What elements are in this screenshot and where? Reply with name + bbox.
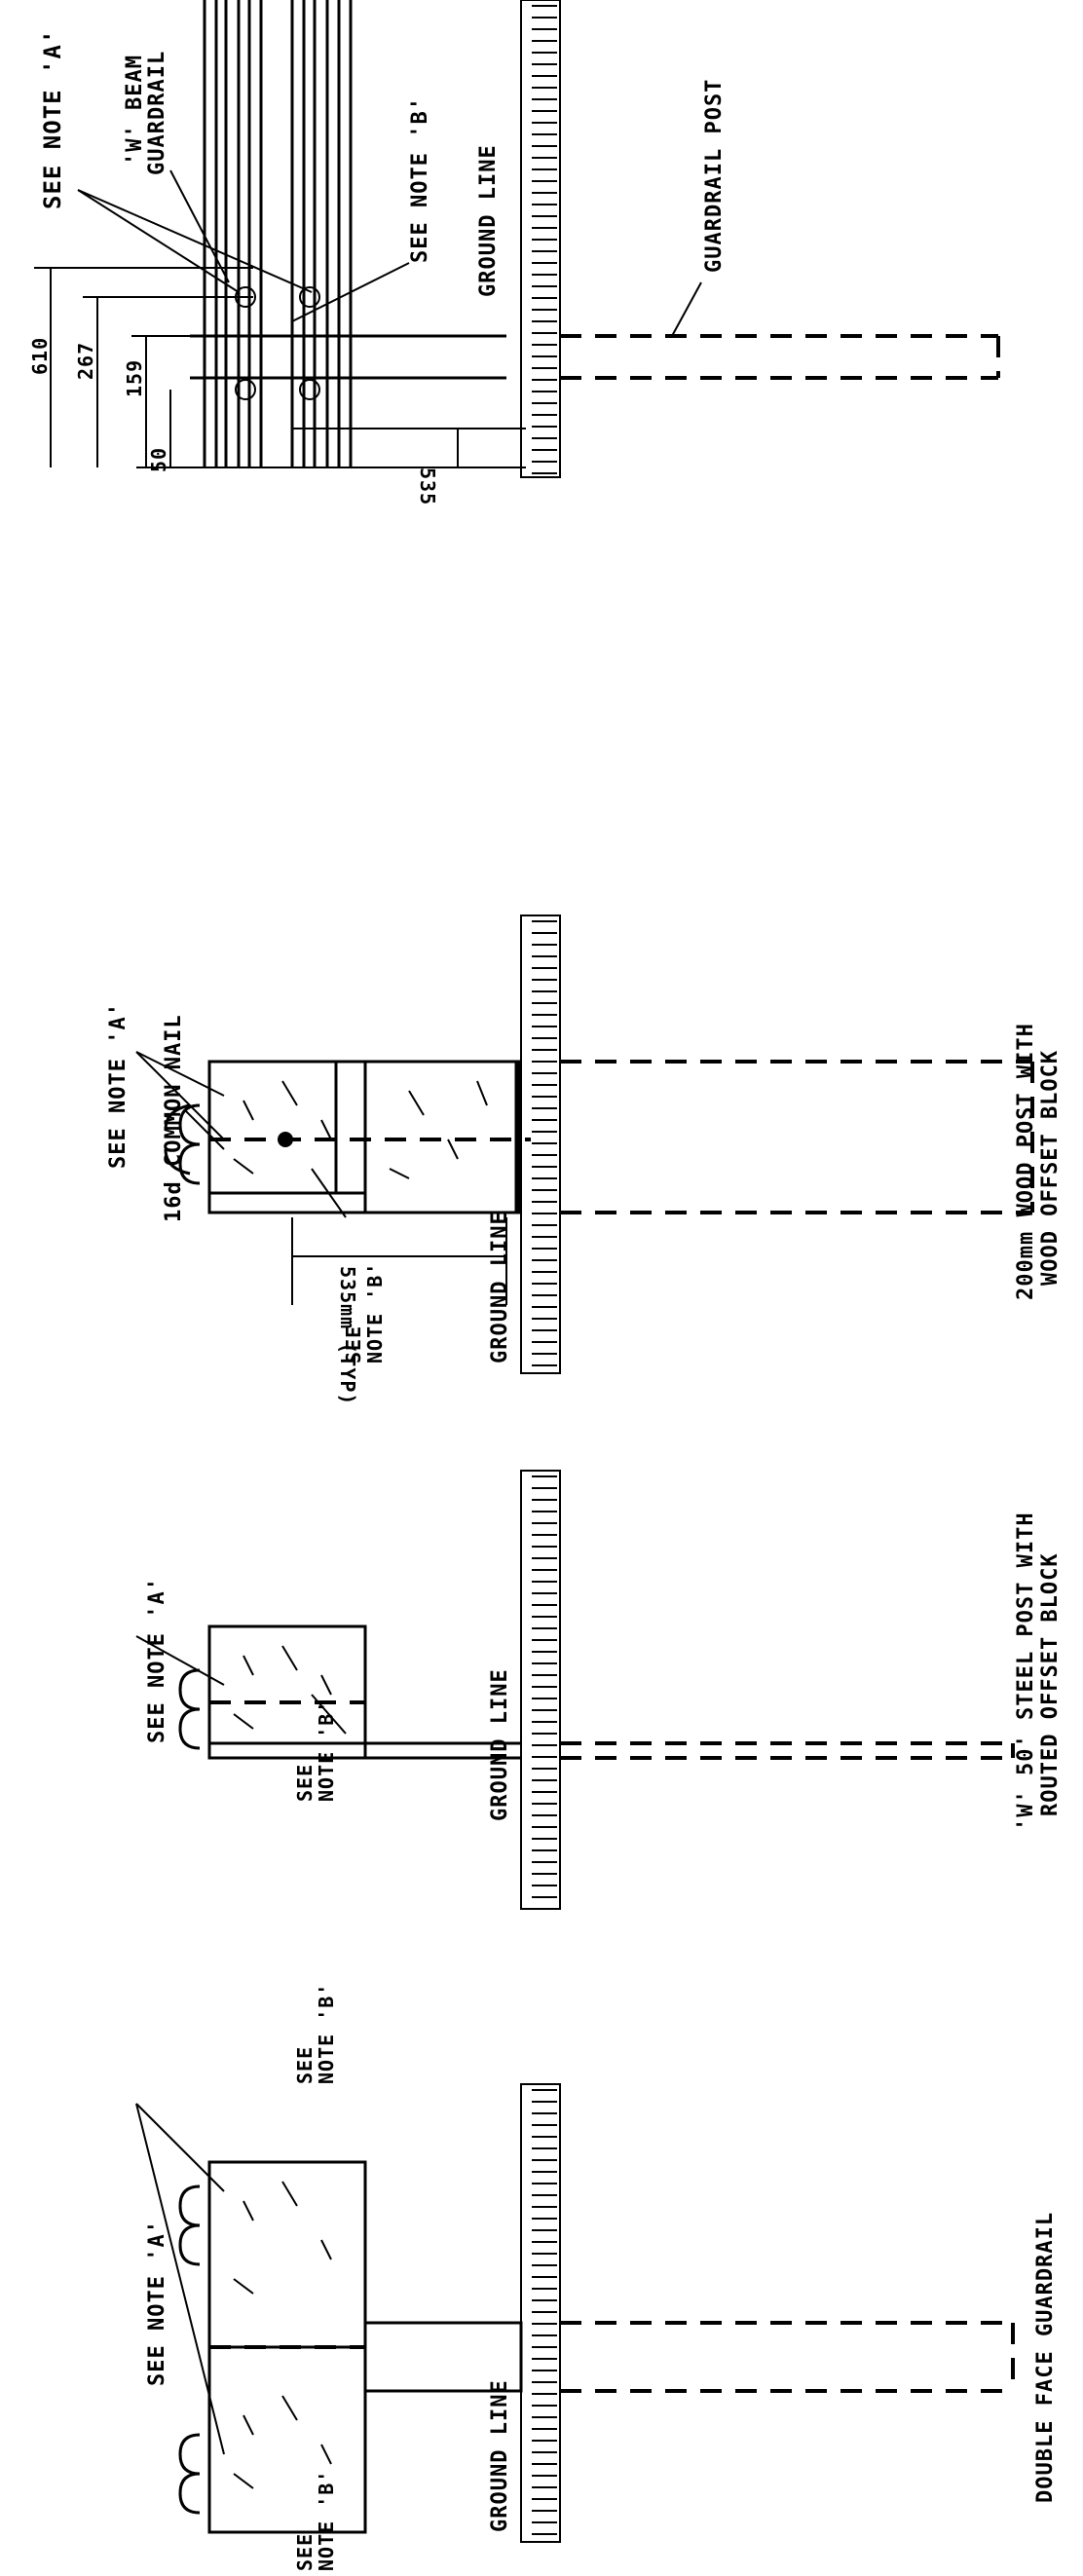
dim-610: 610 <box>28 337 52 375</box>
steel-ground-line: GROUND LINE <box>488 1668 512 1821</box>
see-note-b-label: SEE NOTE 'B' <box>408 96 432 263</box>
ground-line-label: GROUND LINE <box>476 144 501 297</box>
steel-see-note-a: SEE NOTE 'A' <box>145 1577 169 1743</box>
double-see-top: SEE <box>293 2046 317 2084</box>
steel-see: SEE <box>293 1764 317 1802</box>
guardrail-post-top <box>190 334 1000 380</box>
guardrail-post-label: GUARDRAIL POST <box>702 79 727 273</box>
wood-note-b: NOTE 'B' <box>363 1262 387 1363</box>
dim-267: 267 <box>74 342 97 380</box>
wood-ground-line: GROUND LINE <box>488 1211 512 1363</box>
dim-535: 535 <box>416 467 439 505</box>
double-see-note-a: SEE NOTE 'A' <box>145 2220 169 2386</box>
steel-note-b: NOTE 'B' <box>315 1700 338 1802</box>
ground-hatch-frame <box>520 1470 561 1910</box>
ground-hatch-frame <box>520 2083 561 2543</box>
guardrail-label: GUARDRAIL <box>145 51 169 175</box>
wood-dim-label: 535mm (TYP) <box>336 1266 359 1405</box>
double-face-detail: SEE NOTE 'A' SEE NOTE 'B' NOTE 'B' SEE G… <box>135 1983 1058 2571</box>
wood-see: SEE <box>342 1325 365 1363</box>
wood-post-detail: SEE NOTE 'A' 16d COMMON NAIL 535mm (TYP)… <box>106 1002 1063 1405</box>
ground-hatch-strips <box>520 0 561 2543</box>
double-see-bottom: SEE <box>293 2533 317 2571</box>
dimension-lines <box>34 267 526 468</box>
see-note-a-label: SEE NOTE 'A' <box>39 29 66 209</box>
steel-post-detail: SEE NOTE 'A' GROUND LINE SEE NOTE 'B' 'W… <box>135 1512 1063 1831</box>
wood-see-note-a: SEE NOTE 'A' <box>106 1002 131 1169</box>
steel-caption-1: 'W' 50' STEEL POST WITH <box>1014 1512 1038 1831</box>
double-caption: DOUBLE FACE GUARDRAIL <box>1033 2212 1058 2503</box>
double-ground-line: GROUND LINE <box>488 2379 512 2532</box>
top-detail: SEE NOTE 'A' 'W' BEAM GUARDRAIL SEE NOTE… <box>28 0 1000 505</box>
wood-nail-label: 16d COMMON NAIL <box>162 1014 186 1222</box>
ground-hatch-frame <box>520 915 561 1374</box>
w-beam-rails <box>203 0 353 467</box>
dim-159: 159 <box>123 359 146 397</box>
leader-lines-top <box>77 169 702 337</box>
double-note-b-top: NOTE 'B' <box>315 1983 338 2084</box>
ground-hatch-frame <box>520 0 561 478</box>
double-note-b-bottom: NOTE 'B' <box>315 2470 338 2571</box>
wood-caption-2: WOOD OFFSET BLOCK <box>1038 1050 1063 1286</box>
wood-caption-1: 200mm WOOD POST WITH <box>1014 1023 1038 1300</box>
w-beam-label: 'W' BEAM <box>123 55 147 166</box>
steel-caption-2: ROUTED OFFSET BLOCK <box>1038 1552 1063 1816</box>
dim-50: 50 <box>147 447 170 472</box>
